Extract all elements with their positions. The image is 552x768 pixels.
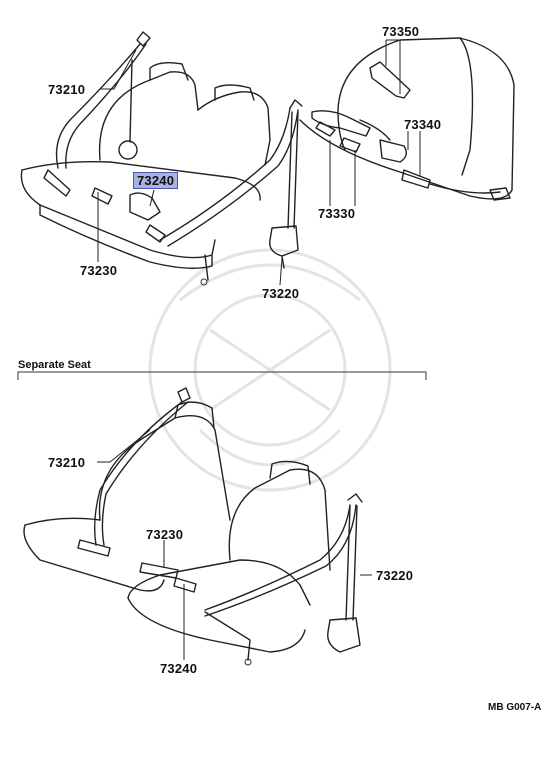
part-number-73220-separate[interactable]: 73220 [376,568,414,583]
section-bracket [17,371,427,380]
part-number-73210[interactable]: 73210 [48,82,86,97]
part-number-73350[interactable]: 73350 [382,24,420,39]
bottom-seat-belts [77,387,363,666]
part-number-73220[interactable]: 73220 [262,286,300,301]
top-leader-lines [97,39,421,286]
watermark-emblem [148,248,392,492]
bottom-leader-lines [97,429,372,660]
top-seat-belts [43,31,511,286]
figure-code: MB G007-A [488,702,542,713]
separate-seats-drawing [23,401,331,653]
part-number-73240-selected[interactable]: 73240 [133,172,179,189]
part-number-73230-separate[interactable]: 73230 [146,527,184,542]
part-number-73340[interactable]: 73340 [404,117,442,132]
bench-seat-drawing [20,37,515,269]
section-title: Separate Seat [18,359,91,371]
part-number-73330[interactable]: 73330 [318,206,356,221]
part-number-73240-separate[interactable]: 73240 [160,661,198,676]
part-number-73210-separate[interactable]: 73210 [48,455,86,470]
part-number-73230[interactable]: 73230 [80,263,118,278]
